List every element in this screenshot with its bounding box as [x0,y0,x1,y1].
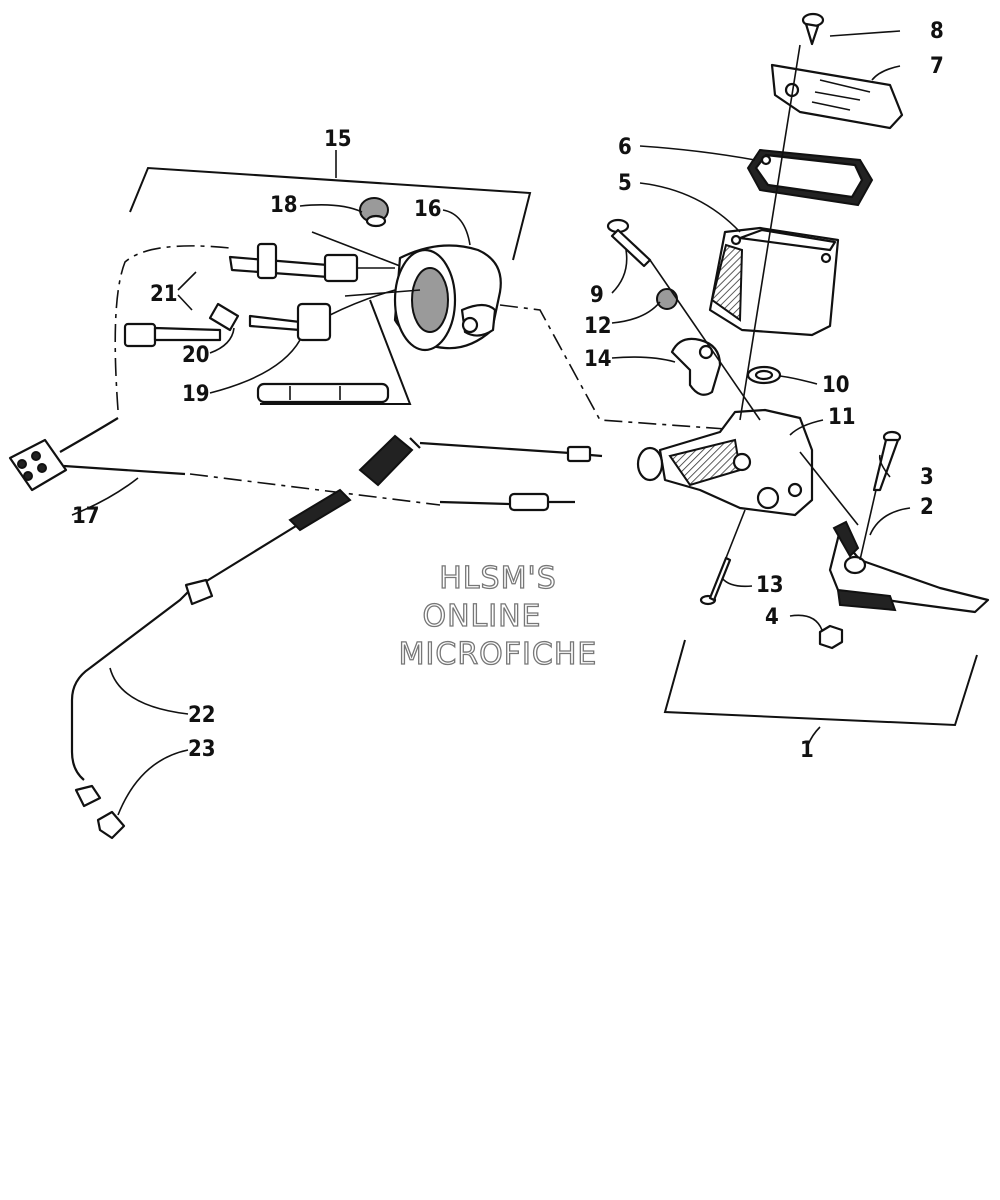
switch-connector-upper [228,242,395,283]
screw-9 [606,218,652,268]
callout-18: 18 [270,193,298,218]
watermark-line-1: HLSM'S [439,561,557,596]
axis-line-2 [799,451,859,526]
callout-20: 20 [182,343,210,368]
washer-12 [656,288,678,310]
callout-15: 15 [324,127,352,152]
callout-14: 14 [584,347,612,372]
callout-13: 13 [756,573,784,598]
screw-13 [699,556,732,606]
watermark-line-3: MICROFICHE [399,637,598,672]
axis-line-13 [725,509,746,559]
reservoir [708,226,840,337]
harness-wire-dashed-2 [189,473,441,506]
callout-6: 6 [618,135,632,160]
callout-19: 19 [182,382,210,407]
pivot-bolt-3 [872,430,902,492]
axis-line-screw [649,259,761,421]
callout-10: 10 [822,373,850,398]
group-frame-1 [663,639,978,746]
axis-line-reservoir [739,44,801,421]
sleeve-bracket [260,299,412,405]
brake-lever [828,520,990,614]
harness-leader-19 [344,289,421,297]
switch-housing [393,244,502,352]
callout-5: 5 [618,171,632,196]
callout-3: 3 [920,465,934,490]
cover-screw [801,12,825,46]
o-ring-10 [746,365,782,385]
watermark-line-2: ONLINE [422,599,541,634]
callout-leaders [71,30,911,816]
group-frame-15 [129,150,532,261]
callout-4: 4 [765,605,779,630]
harness-wire-dashed [114,245,231,411]
callout-8: 8 [930,19,944,44]
callout-17: 17 [72,504,100,529]
brake-hose [70,488,352,840]
reservoir-gasket [746,148,874,207]
axis-line-3 [859,489,877,561]
callout-9: 9 [590,283,604,308]
throttle-cable [358,434,603,487]
control-body [636,408,814,517]
callout-23: 23 [188,737,216,762]
callout-labels: 1 2 3 4 5 6 7 8 9 10 11 12 13 14 15 16 1… [72,19,944,763]
reservoir-cover [770,63,904,130]
callout-22: 22 [188,703,216,728]
kill-switch-cable [439,492,575,512]
watermark: HLSM'S ONLINE MICROFICHE [398,560,598,672]
callout-16: 16 [414,197,442,222]
nut-4 [818,624,844,650]
switch-link-dashed [499,304,741,431]
callout-21: 21 [150,282,178,307]
clamp-14 [670,337,722,396]
callout-2: 2 [920,495,934,520]
callout-12: 12 [584,314,612,339]
switch-cap [359,197,389,228]
wire-sleeve [256,382,390,404]
callout-7: 7 [930,54,944,79]
callout-1: 1 [800,738,814,763]
callout-11: 11 [828,405,856,430]
harness-plug [8,417,186,492]
harness-leader-18 [311,231,401,267]
